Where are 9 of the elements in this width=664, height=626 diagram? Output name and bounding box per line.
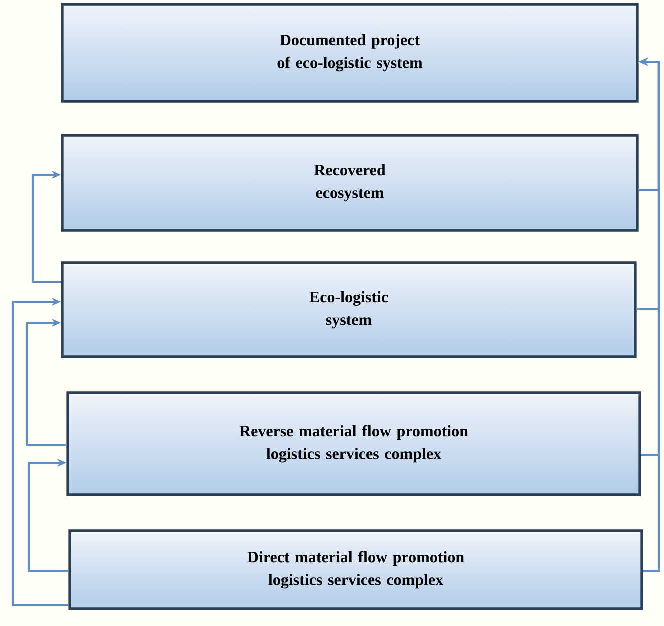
arrow xyxy=(32,170,62,284)
process-box: Eco-logistic system xyxy=(61,262,637,358)
process-box: Reverse material flow promotion logistics services complex xyxy=(66,392,642,496)
arrow xyxy=(26,318,67,446)
process-box: Recovered ecosystem xyxy=(61,134,639,232)
process-box: Direct material flow promotion logistics services complex xyxy=(68,530,644,610)
arrow xyxy=(28,458,69,572)
process-box: Documented project of eco-logistic system xyxy=(61,3,639,103)
arrow xyxy=(12,298,69,606)
